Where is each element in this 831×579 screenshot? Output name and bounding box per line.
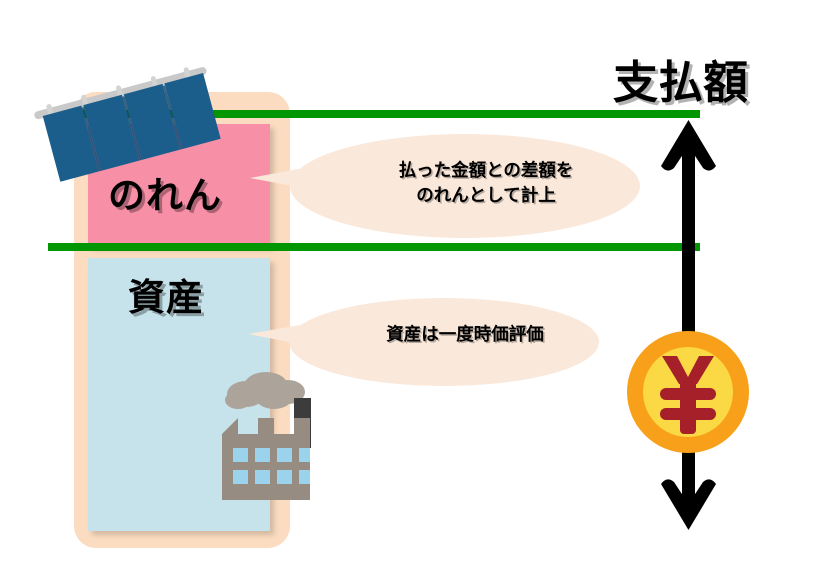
yen-coin-icon bbox=[626, 330, 750, 454]
double-headed-vertical-arrow-icon bbox=[648, 120, 730, 530]
factory-icon bbox=[208, 372, 348, 500]
middle-reference-line bbox=[48, 243, 700, 251]
goodwill-callout: 払った金額との差額を のれんとして計上 bbox=[250, 132, 650, 240]
goodwill-label: のれん bbox=[108, 175, 222, 216]
noren-curtain-icon bbox=[34, 66, 224, 184]
assets-callout: 資産は一度時価評価 bbox=[248, 296, 608, 388]
assets-label: 資産 bbox=[128, 277, 204, 318]
page-title: 支払額 bbox=[613, 57, 749, 108]
top-reference-line bbox=[48, 110, 700, 118]
